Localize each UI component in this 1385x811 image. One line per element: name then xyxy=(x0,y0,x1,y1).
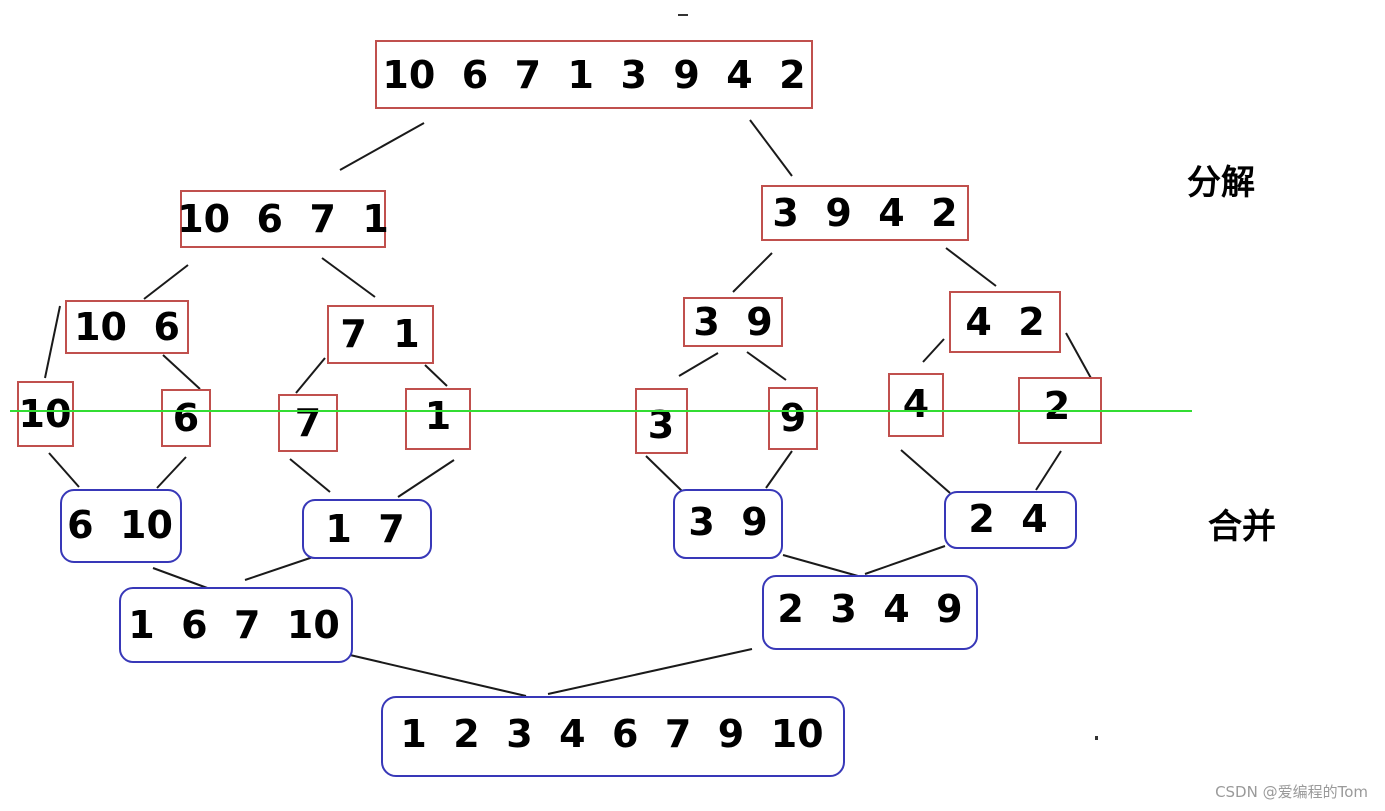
connector xyxy=(321,257,376,298)
split-node-leaf-6: 6 xyxy=(161,389,211,447)
split-node-leaf-1-text: 1 xyxy=(425,394,451,438)
split-node-leaf-2-text: 2 xyxy=(1044,384,1070,428)
split-stage: 10 6 7 1 3 9 4 2 10 6 7 1 3 9 4 2 10 6 7… xyxy=(17,40,1102,454)
split-node-pair-3-9: 3 9 xyxy=(683,297,783,347)
split-node-right-half-text: 3 9 4 2 xyxy=(772,191,957,235)
merge-node-pair-2-4-text: 2 4 xyxy=(968,497,1047,541)
connector xyxy=(864,545,946,575)
connector xyxy=(295,357,326,394)
merge-node-pair-3-9: 3 9 xyxy=(673,489,783,559)
split-node-right-half: 3 9 4 2 xyxy=(761,185,969,241)
connector xyxy=(782,554,859,577)
connector xyxy=(397,459,455,498)
connector xyxy=(349,654,527,697)
merge-stage-label: 合并 xyxy=(1208,507,1276,547)
split-node-leaf-6-text: 6 xyxy=(173,396,199,440)
connector xyxy=(339,122,425,171)
split-node-root: 10 6 7 1 3 9 4 2 xyxy=(375,40,813,109)
merge-node-pair-6-10-text: 6 10 xyxy=(67,503,173,547)
split-node-pair-4-2: 4 2 xyxy=(949,291,1061,353)
split-node-pair-7-1-text: 7 1 xyxy=(340,312,419,356)
connector xyxy=(945,247,997,287)
split-node-pair-7-1: 7 1 xyxy=(327,305,434,364)
split-node-leaf-9: 9 xyxy=(768,387,818,450)
merge-node-pair-1-7-text: 1 7 xyxy=(325,507,404,551)
connector xyxy=(749,119,793,177)
split-node-root-text: 10 6 7 1 3 9 4 2 xyxy=(382,53,805,97)
connector xyxy=(152,567,211,590)
split-node-leaf-10-text: 10 xyxy=(19,392,72,436)
connector xyxy=(746,351,787,381)
split-stage-label: 分解 xyxy=(1187,163,1255,203)
connector xyxy=(732,252,773,293)
connector xyxy=(900,449,951,494)
split-node-pair-10-6: 10 6 xyxy=(65,300,189,354)
merge-node-pair-3-9-text: 3 9 xyxy=(688,500,767,544)
connectors xyxy=(44,119,1093,697)
merge-stage: 6 10 1 7 3 9 2 4 1 6 7 10 2 3 4 9 1 2 3 … xyxy=(60,489,1077,777)
connector xyxy=(547,648,753,695)
merge-node-result-text: 1 2 3 4 6 7 9 10 xyxy=(400,712,823,756)
split-node-leaf-9-text: 9 xyxy=(780,396,806,440)
connector xyxy=(765,450,793,489)
connector xyxy=(44,305,61,379)
connector xyxy=(645,455,684,493)
connector xyxy=(162,354,201,390)
connector xyxy=(1065,332,1093,381)
split-node-left-half-text: 10 6 7 1 xyxy=(177,197,389,241)
connector xyxy=(289,458,331,493)
merge-node-left-half: 1 6 7 10 xyxy=(119,587,353,663)
connector xyxy=(1035,450,1062,491)
merge-node-result: 1 2 3 4 6 7 9 10 xyxy=(381,696,845,777)
split-node-leaf-10: 10 xyxy=(17,381,74,447)
split-node-pair-4-2-text: 4 2 xyxy=(965,300,1044,344)
scan-speck xyxy=(1095,736,1098,740)
merge-node-right-half: 2 3 4 9 xyxy=(762,575,978,650)
split-node-leaf-1: 1 xyxy=(405,388,471,450)
connector xyxy=(156,456,187,489)
split-node-leaf-7-text: 7 xyxy=(295,401,321,445)
split-node-leaf-7: 7 xyxy=(278,394,338,452)
split-node-left-half: 10 6 7 1 xyxy=(177,190,389,248)
merge-node-pair-6-10: 6 10 xyxy=(60,489,182,563)
split-node-pair-3-9-text: 3 9 xyxy=(693,300,772,344)
split-node-leaf-4-text: 4 xyxy=(903,382,929,426)
connector xyxy=(244,555,317,581)
connector xyxy=(48,452,80,488)
connector xyxy=(678,352,719,377)
connector xyxy=(922,338,945,363)
merge-node-right-half-text: 2 3 4 9 xyxy=(777,587,962,631)
merge-node-pair-2-4: 2 4 xyxy=(944,491,1077,549)
split-node-leaf-3-text: 3 xyxy=(648,403,674,447)
merge-node-pair-1-7: 1 7 xyxy=(302,499,432,559)
split-node-pair-10-6-text: 10 6 xyxy=(74,305,180,349)
split-node-leaf-4: 4 xyxy=(888,373,944,437)
watermark-text: CSDN @爱编程的Tom xyxy=(1215,783,1368,801)
scan-speck xyxy=(678,14,688,16)
connector xyxy=(143,264,189,300)
connector xyxy=(424,364,448,387)
merge-node-left-half-text: 1 6 7 10 xyxy=(128,603,340,647)
split-node-leaf-3: 3 xyxy=(635,388,688,454)
